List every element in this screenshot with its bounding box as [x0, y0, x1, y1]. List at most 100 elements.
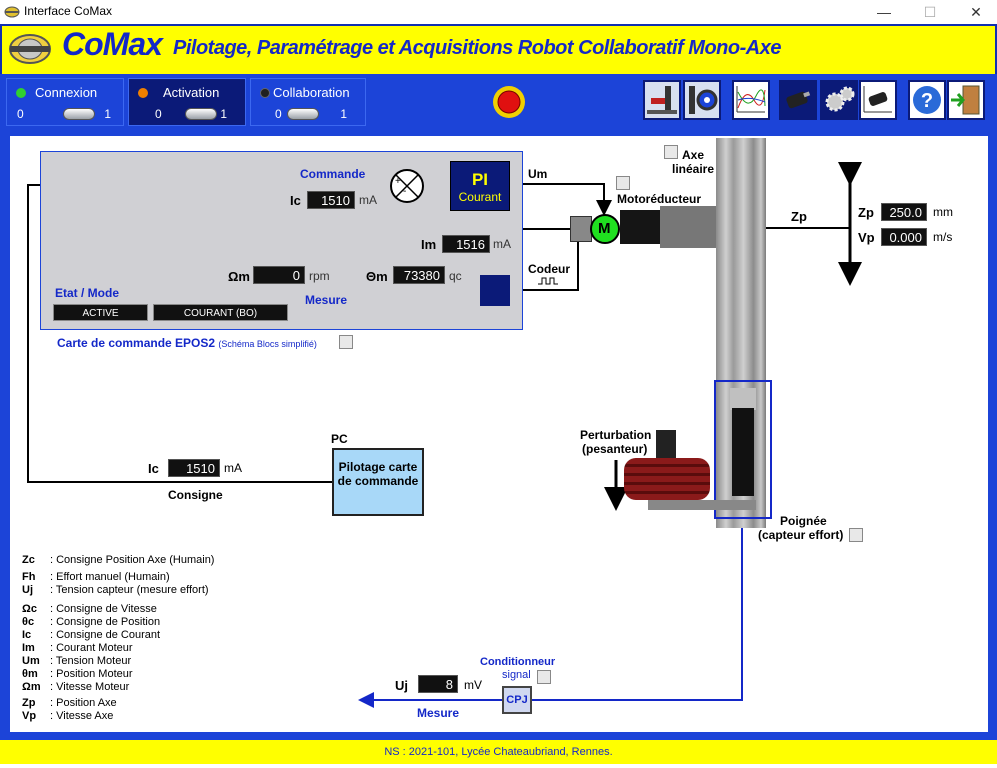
summing-junction-icon: [390, 169, 424, 203]
mesure-label: Mesure: [305, 293, 348, 307]
conditioner-image-link-icon[interactable]: [537, 670, 551, 684]
legend-item: Ωm: Vitesse Moteur: [22, 681, 130, 693]
consigne-ic-display: 1510: [168, 459, 220, 477]
mode-activation[interactable]: Activation 0 1: [128, 78, 246, 126]
app-header: [0, 24, 997, 74]
gears-icon: [825, 86, 855, 112]
motor-image-link-icon[interactable]: [616, 176, 630, 190]
om-label: Ωm: [228, 269, 250, 284]
ic-unit: mA: [359, 193, 377, 207]
encoder-block: [480, 275, 510, 306]
zp-unit: mm: [933, 205, 953, 219]
handle-grip: [732, 408, 754, 496]
legend-item: Ωc: Consigne de Vitesse: [22, 603, 157, 615]
mode-label: Connexion: [35, 85, 98, 100]
toolbar-button-motor[interactable]: [779, 80, 817, 120]
motor-m-icon: [590, 214, 620, 244]
etat-mode-label: Etat / Mode: [55, 286, 120, 300]
toolbar-button-plot[interactable]: [732, 80, 770, 120]
switch-zero: 0: [155, 107, 162, 121]
toggle-switch[interactable]: [63, 108, 95, 120]
perturbation-label: Perturbation: [580, 428, 652, 442]
mode-label: Activation: [163, 85, 220, 100]
exit-door-icon: [951, 85, 980, 115]
legend-item: Im: Courant Moteur: [22, 642, 133, 654]
legend-item: Ic: Consigne de Courant: [22, 629, 161, 641]
zp-arrow-label: Zp: [791, 209, 807, 224]
om-display: 0: [253, 266, 305, 284]
handle-cap: [730, 388, 756, 410]
footer-credit: NS : 2021-101, Lycée Chateaubriand, Renn…: [0, 740, 997, 764]
pc-label: PC: [331, 432, 348, 446]
zp-label: Zp: [858, 205, 874, 220]
minimize-button[interactable]: —: [877, 4, 891, 20]
toggle-switch[interactable]: [287, 108, 319, 120]
status-led-icon: [16, 88, 26, 98]
vp-label: Vp: [858, 230, 875, 245]
consigne-ic-unit: mA: [224, 461, 242, 475]
uj-label: Uj: [395, 678, 408, 693]
gearbox-coupling: [660, 206, 716, 248]
status-led-icon: [260, 88, 270, 98]
motoreducteur-label: Motoréducteur: [617, 192, 701, 206]
toolbar-button-axis[interactable]: [643, 80, 681, 120]
switch-one: 1: [220, 107, 227, 121]
image-link-icon[interactable]: [339, 335, 353, 349]
pilotage-block: Pilotage carte de commande: [332, 448, 424, 516]
vp-unit: m/s: [933, 230, 953, 244]
consigne-label: Consigne: [168, 488, 223, 502]
brand-title: CoMax: [62, 26, 163, 62]
mode-display: COURANT (BO): [153, 304, 288, 321]
im-display: 1516: [442, 235, 490, 253]
legend-item: Zc: Consigne Position Axe (Humain): [22, 554, 215, 566]
toolbar-button-exit[interactable]: [947, 80, 985, 120]
legend-item: Um: Tension Moteur: [22, 655, 132, 667]
uj-display: 8: [418, 675, 458, 693]
im-unit: mA: [493, 237, 511, 251]
weight-post: [656, 430, 676, 460]
codeur-label: Codeur: [528, 262, 570, 276]
mode-connexion[interactable]: Connexion 0 1: [6, 78, 124, 126]
chart-icon: [736, 86, 766, 113]
legend-item: Zp: Position Axe: [22, 697, 117, 709]
im-label: Im: [421, 237, 437, 252]
vp-display: 0.000: [881, 228, 927, 246]
capteur-label: (capteur effort): [758, 528, 844, 542]
app-icon: [4, 6, 20, 18]
emergency-stop-button[interactable]: [492, 85, 526, 119]
switch-one: 1: [104, 107, 111, 121]
zp-display: 250.0: [881, 203, 927, 221]
handle-image-link-icon[interactable]: [849, 528, 863, 542]
help-icon: ?: [913, 86, 941, 114]
toolbar-button-gears[interactable]: [820, 80, 858, 120]
epos-caption-small: (Schéma Blocs simplifié): [218, 339, 317, 349]
sum-plus-sign: +: [395, 176, 401, 187]
legend-list: Zc: Consigne Position Axe (Humain) Fh: E…: [22, 554, 214, 723]
pi-sublabel: Courant: [458, 190, 502, 204]
window-titlebar: Interface CoMax — ☐ ✕: [0, 0, 997, 24]
axis-image-link-icon[interactable]: [664, 145, 678, 159]
motor-curve-icon: [863, 86, 892, 113]
switch-zero: 0: [17, 107, 24, 121]
toolbar-button-help[interactable]: ?: [908, 80, 946, 120]
sum-minus-sign: -: [403, 186, 407, 197]
legend-item: Vp: Vitesse Axe: [22, 710, 114, 722]
pesanteur-label: (pesanteur): [582, 442, 648, 456]
mode-collaboration[interactable]: Collaboration 0 1: [250, 78, 366, 126]
consigne-ic-label: Ic: [148, 461, 159, 476]
window-title: Interface CoMax: [24, 4, 113, 18]
toolbar-button-settings[interactable]: [683, 80, 721, 120]
pi-label: PI: [471, 170, 489, 189]
uj-unit: mV: [464, 678, 482, 692]
ic-label: Ic: [290, 193, 301, 208]
switch-one: 1: [340, 107, 347, 121]
om-unit: rpm: [309, 269, 330, 283]
close-button[interactable]: ✕: [970, 4, 982, 20]
conditionneur-label: Conditionneur: [480, 656, 556, 668]
maximize-button[interactable]: ☐: [923, 4, 937, 20]
toolbar-button-motor-curve[interactable]: [859, 80, 897, 120]
epos-caption-main: Carte de commande EPOS2: [57, 336, 216, 350]
motor-letter: M: [598, 220, 611, 237]
toggle-switch[interactable]: [185, 108, 217, 120]
legend-item: θm: Position Moteur: [22, 668, 133, 680]
